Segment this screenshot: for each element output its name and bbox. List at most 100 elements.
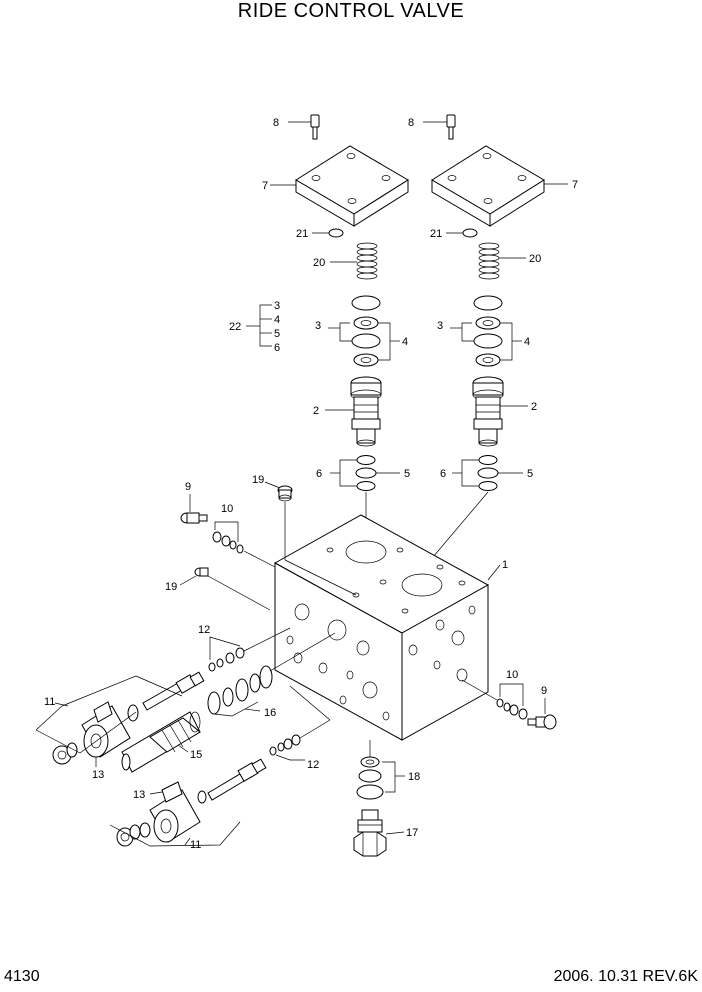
o-ring-16d[interactable] xyxy=(249,673,261,693)
o-ring-16a[interactable] xyxy=(207,691,221,715)
plug-17[interactable] xyxy=(353,809,387,857)
ring-10c-right[interactable] xyxy=(509,704,519,716)
o-ring-16b[interactable] xyxy=(222,687,234,707)
ring-10d-left[interactable] xyxy=(236,544,244,554)
ring-10c-left[interactable] xyxy=(229,540,237,550)
callout-3-right: 3 xyxy=(437,320,443,332)
callout-22-item-4: 4 xyxy=(274,314,280,326)
o-ring-middle-left[interactable] xyxy=(351,333,381,349)
callout-2-right: 2 xyxy=(531,401,537,413)
solenoid-coil-13-upper[interactable] xyxy=(81,701,131,758)
callout-8-left: 8 xyxy=(273,117,279,129)
ring-12c-upper[interactable] xyxy=(225,652,235,664)
cover-plate-7-left[interactable] xyxy=(295,145,409,227)
o-ring-top-left[interactable] xyxy=(351,295,381,311)
callout-2-left: 2 xyxy=(313,405,319,417)
valve-body-1[interactable] xyxy=(273,514,490,741)
backup-ring-upper-left[interactable] xyxy=(353,316,379,330)
ring-10a-left[interactable] xyxy=(212,531,222,543)
ring-10b-left[interactable] xyxy=(221,535,231,547)
page-title: RIDE CONTROL VALVE xyxy=(237,0,465,22)
o-ring-18b[interactable] xyxy=(358,769,382,783)
o-ring-upper-coil[interactable] xyxy=(127,704,139,722)
o-ring-lower-coil[interactable] xyxy=(139,822,151,838)
backup-ring-lower-right[interactable] xyxy=(475,353,501,367)
page-number: 4130 xyxy=(4,968,40,985)
ring-12d-lower[interactable] xyxy=(291,734,301,746)
callout-22: 22 xyxy=(229,321,241,333)
cartridge-valve-2-left[interactable] xyxy=(350,376,382,447)
callout-3-left: 3 xyxy=(315,320,321,332)
fitting-9-left[interactable] xyxy=(180,512,208,524)
backup-ring-6b-right[interactable] xyxy=(478,481,498,491)
backup-ring-6b-left[interactable] xyxy=(356,481,376,491)
callout-7-right: 7 xyxy=(572,179,578,191)
bolt-8-left[interactable] xyxy=(288,114,320,140)
ring-12c-lower[interactable] xyxy=(283,738,293,750)
nut-11-lower[interactable] xyxy=(116,824,141,847)
solenoid-cartridge-15[interactable] xyxy=(121,711,201,773)
callout-19-left: 19 xyxy=(165,581,177,593)
o-ring-top-right[interactable] xyxy=(473,295,503,311)
callout-13-upper: 13 xyxy=(92,769,104,781)
o-ring-5-left[interactable] xyxy=(355,467,377,479)
o-ring-16c[interactable] xyxy=(235,678,249,702)
callout-21-left: 21 xyxy=(296,228,308,240)
callout-22-item-6: 6 xyxy=(274,342,280,354)
ring-12b-lower[interactable] xyxy=(277,742,285,752)
plug-19-top[interactable] xyxy=(277,485,293,502)
callout-5-right: 5 xyxy=(527,468,533,480)
backup-ring-upper-right[interactable] xyxy=(475,316,501,330)
callout-12-lower: 12 xyxy=(307,759,319,771)
callout-9-left: 9 xyxy=(185,481,191,493)
backup-ring-6a-left[interactable] xyxy=(356,455,376,465)
callout-15: 15 xyxy=(190,749,202,761)
callout-5-left: 5 xyxy=(404,468,410,480)
ring-10b-right[interactable] xyxy=(503,702,511,712)
o-ring-18c[interactable] xyxy=(356,784,384,800)
spring-20-right[interactable] xyxy=(478,242,500,280)
ring-12b-upper[interactable] xyxy=(216,658,224,668)
callout-4-right: 4 xyxy=(524,336,530,348)
callout-13-lower: 13 xyxy=(133,789,145,801)
o-ring-middle-right[interactable] xyxy=(473,333,503,349)
backup-ring-lower-left[interactable] xyxy=(353,353,379,367)
callout-10-left: 10 xyxy=(221,503,233,515)
nut-11-upper[interactable] xyxy=(52,742,78,765)
ring-12a-upper[interactable] xyxy=(208,662,216,672)
o-ring-21-right[interactable] xyxy=(462,228,478,238)
callout-17: 17 xyxy=(406,827,418,839)
callout-8-right: 8 xyxy=(408,117,414,129)
solenoid-coil-13-lower[interactable] xyxy=(149,781,201,843)
ring-10d-right[interactable] xyxy=(518,708,528,720)
callout-12-upper: 12 xyxy=(198,624,210,636)
callout-11-lower: 11 xyxy=(190,839,201,851)
o-ring-lower-stem[interactable] xyxy=(197,790,207,804)
backup-ring-18a[interactable] xyxy=(360,756,380,768)
o-ring-21-left[interactable] xyxy=(328,228,344,238)
o-ring-5-right[interactable] xyxy=(477,467,499,479)
solenoid-stem-lower[interactable] xyxy=(207,758,267,801)
callout-16: 16 xyxy=(264,707,276,719)
o-ring-16e[interactable] xyxy=(259,665,273,689)
spring-20-left[interactable] xyxy=(356,242,378,280)
callout-1: 1 xyxy=(502,559,508,571)
callout-21-right: 21 xyxy=(430,228,442,240)
callout-4-left: 4 xyxy=(402,336,408,348)
callout-18: 18 xyxy=(408,771,420,783)
ring-12d-upper[interactable] xyxy=(235,647,245,659)
callout-10-right: 10 xyxy=(506,669,518,681)
callout-9-right: 9 xyxy=(541,685,547,697)
plug-19-left[interactable] xyxy=(194,567,209,577)
cartridge-valve-2-right[interactable] xyxy=(472,376,504,447)
backup-ring-6a-right[interactable] xyxy=(478,455,498,465)
solenoid-stem-upper[interactable] xyxy=(142,671,205,711)
callout-20-left: 20 xyxy=(313,257,325,269)
fitting-9-right[interactable] xyxy=(527,714,557,730)
bolt-8-right[interactable] xyxy=(423,114,456,140)
ring-12a-lower[interactable] xyxy=(269,746,277,756)
callout-20-right: 20 xyxy=(529,253,541,265)
ring-10a-right[interactable] xyxy=(496,698,504,708)
cover-plate-7-right[interactable] xyxy=(431,145,545,227)
